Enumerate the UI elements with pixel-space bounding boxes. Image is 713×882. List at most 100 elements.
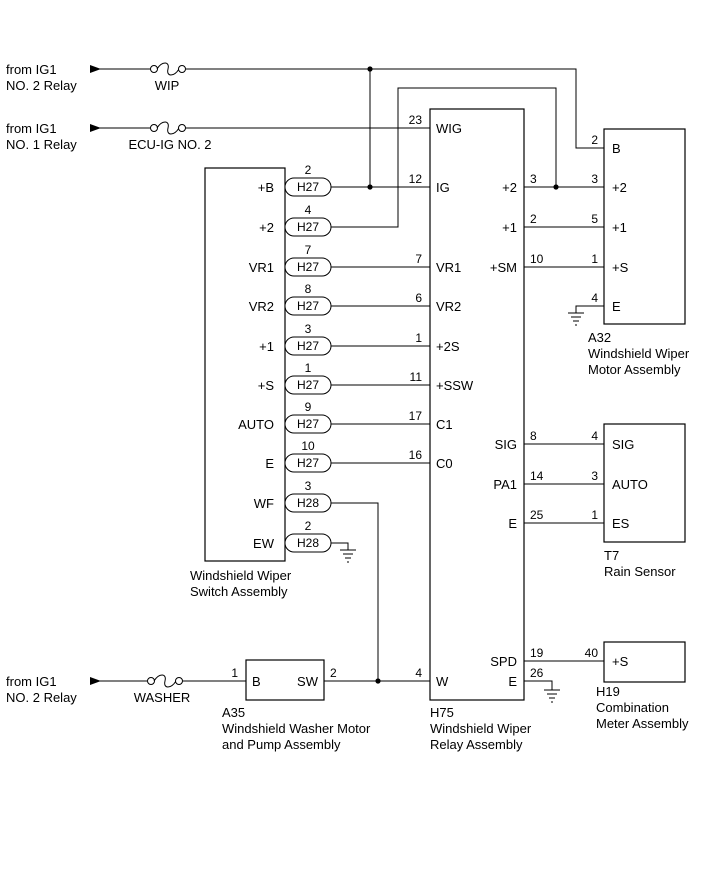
terminal-label: EW xyxy=(253,536,275,551)
pin-number: 6 xyxy=(415,291,422,305)
connector-capsule xyxy=(284,453,332,473)
pin-number: 9 xyxy=(305,400,312,414)
pin-number: 3 xyxy=(591,469,598,483)
pin-number: 40 xyxy=(585,646,599,660)
connector-id: H27 xyxy=(297,456,319,470)
motor-assembly-caption: Windshield Wiper xyxy=(588,346,690,361)
pin-number: 19 xyxy=(530,646,544,660)
terminal-label: +B xyxy=(258,180,274,195)
source-label: from IG1 xyxy=(6,674,57,689)
relay-assembly-caption: Windshield Wiper xyxy=(430,721,532,736)
arrow-icon xyxy=(90,65,101,73)
combination-meter-caption: H19 xyxy=(596,684,620,699)
pin-number: 1 xyxy=(231,666,238,680)
pin-number: 3 xyxy=(591,172,598,186)
ground-icon xyxy=(568,312,584,326)
fuse-icon xyxy=(150,121,186,135)
arrow-icon xyxy=(90,677,101,685)
pin-number: 3 xyxy=(305,322,312,336)
connector-capsule xyxy=(284,217,332,237)
connector-id: H28 xyxy=(297,536,319,550)
terminal-label: W xyxy=(436,674,449,689)
connector-capsule xyxy=(284,257,332,277)
rain-sensor-caption: Rain Sensor xyxy=(604,564,676,579)
junction-dot xyxy=(553,184,559,190)
pin-number: 26 xyxy=(530,666,544,680)
terminal-label: SIG xyxy=(495,437,517,452)
pin-number: 23 xyxy=(409,113,423,127)
washer-motor-caption: Windshield Washer Motor xyxy=(222,721,371,736)
terminal-label: AUTO xyxy=(238,417,274,432)
pin-number: 2 xyxy=(530,212,537,226)
pin-number: 17 xyxy=(409,409,423,423)
fuse-label-ecu-ig: ECU-IG NO. 2 xyxy=(128,137,211,152)
pin-number: 2 xyxy=(591,133,598,147)
terminal-label: SW xyxy=(297,674,319,689)
connector-id: H27 xyxy=(297,339,319,353)
source-label: from IG1 xyxy=(6,62,57,77)
pin-number: 10 xyxy=(530,252,544,266)
wire-ew-ground xyxy=(330,542,349,550)
wire-relay-e-ground xyxy=(524,680,553,690)
junction-dot xyxy=(367,66,373,72)
switch-assembly-caption: Windshield Wiper xyxy=(190,568,292,583)
junction-dot xyxy=(367,184,373,190)
source-label: from IG1 xyxy=(6,121,57,136)
terminal-label: ES xyxy=(612,516,630,531)
terminal-label: PA1 xyxy=(493,477,517,492)
terminal-label: WF xyxy=(254,496,274,511)
pin-number: 10 xyxy=(301,439,315,453)
junctions xyxy=(367,66,559,684)
terminal-label: +1 xyxy=(612,220,627,235)
fuse-icon xyxy=(147,674,183,688)
connector-capsule xyxy=(284,336,332,356)
pin-number: 16 xyxy=(409,448,423,462)
junction-dot xyxy=(375,678,381,684)
pin-number: 1 xyxy=(591,508,598,522)
source-arrows xyxy=(90,65,101,685)
pin-number: 8 xyxy=(530,429,537,443)
fuse-label-washer: WASHER xyxy=(134,690,191,705)
source-label: NO. 2 Relay xyxy=(6,78,77,93)
pin-number: 7 xyxy=(305,243,312,257)
relay-assembly-box xyxy=(429,108,525,701)
pin-number: 1 xyxy=(305,361,312,375)
grounds xyxy=(340,312,584,703)
terminal-label: +SM xyxy=(490,260,517,275)
switch-assembly-caption: Switch Assembly xyxy=(190,584,288,599)
connector-capsule xyxy=(284,493,332,513)
terminal-label: VR1 xyxy=(249,260,274,275)
motor-assembly-caption: A32 xyxy=(588,330,611,345)
fuse-label-wip: WIP xyxy=(155,78,180,93)
pin-number: 2 xyxy=(305,163,312,177)
terminal-label: E xyxy=(265,456,274,471)
pin-number: 4 xyxy=(415,666,422,680)
terminal-label: +S xyxy=(612,260,629,275)
pin-number: 12 xyxy=(409,172,423,186)
terminal-label: +2 xyxy=(502,180,517,195)
terminal-label: B xyxy=(252,674,261,689)
motor-terminals: B 2 +2 3 +1 5 +S 1 E 4 xyxy=(591,133,628,314)
relay-assembly-caption: H75 xyxy=(430,705,454,720)
pin-number: 2 xyxy=(305,519,312,533)
rain-sensor-box xyxy=(603,423,686,543)
motor-assembly-caption: Motor Assembly xyxy=(588,362,681,377)
connector-capsule xyxy=(284,296,332,316)
pin-number: 1 xyxy=(591,252,598,266)
wires xyxy=(90,68,604,690)
pin-number: 8 xyxy=(305,282,312,296)
pin-number: 4 xyxy=(591,291,598,305)
terminal-label: C1 xyxy=(436,417,453,432)
relay-left-terminals: WIG 23 IG 12 VR1 7 VR2 6 +2S 1 +SSW 11 C… xyxy=(409,113,474,689)
fuse-icon xyxy=(150,62,186,76)
arrow-icon xyxy=(90,124,101,132)
terminal-label: +1 xyxy=(502,220,517,235)
connector-id: H28 xyxy=(297,496,319,510)
pin-number: 25 xyxy=(530,508,544,522)
relay-right-terminals: +2 3 +1 2 +SM 10 SIG 8 PA1 14 E 25 SPD 1… xyxy=(490,172,544,689)
terminal-label: +SSW xyxy=(436,378,474,393)
pin-number: 3 xyxy=(305,479,312,493)
wire-motor-e-ground xyxy=(575,305,604,313)
source-label: NO. 1 Relay xyxy=(6,137,77,152)
